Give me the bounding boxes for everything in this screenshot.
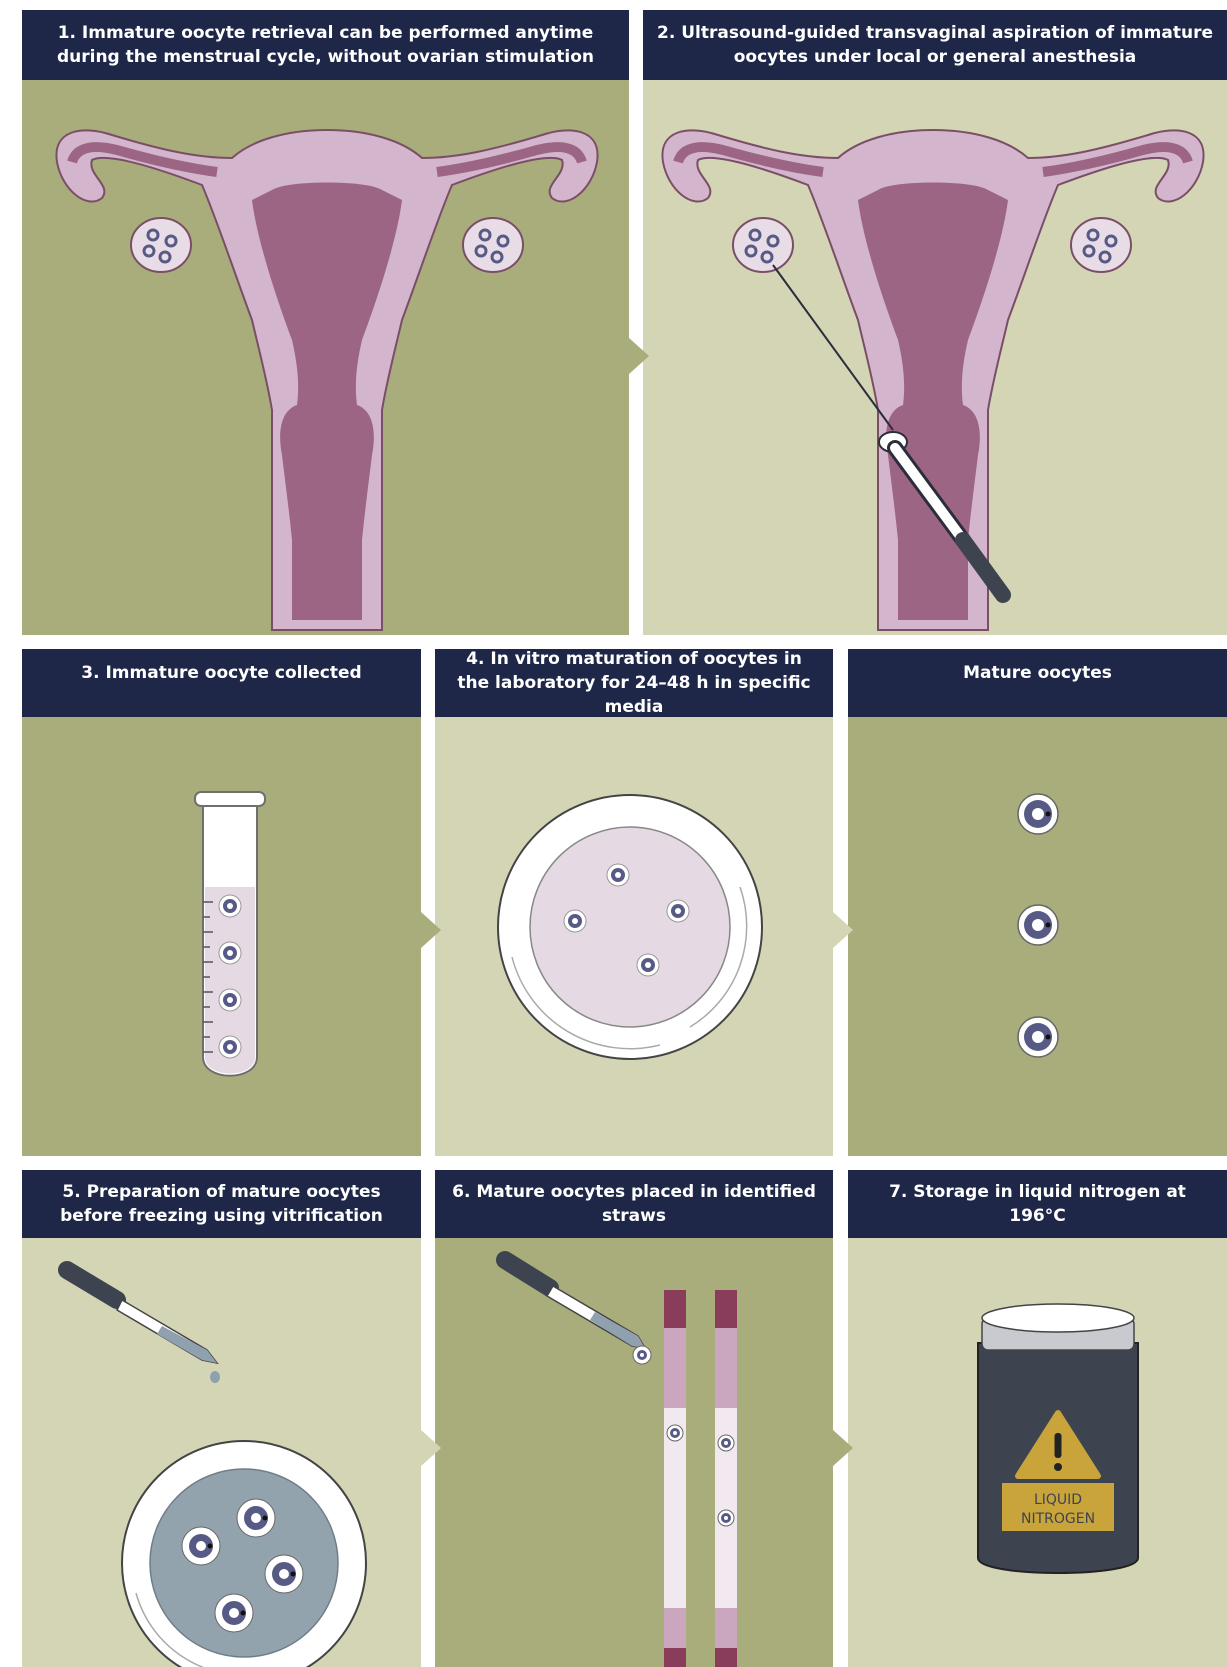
vitrification-illustration <box>22 1238 421 1667</box>
nitrogen-dewar-illustration: LIQUID NITROGEN <box>848 1238 1227 1667</box>
step-4-title: 4. In vitro maturation of oocytes in the… <box>435 649 833 717</box>
uterus <box>56 130 597 630</box>
panel-step-4: 4. In vitro maturation of oocytes in the… <box>435 649 833 1156</box>
panel-step-2: 2. Ultrasound-guided transvaginal aspira… <box>643 10 1227 635</box>
straw-left <box>664 1290 686 1667</box>
aspiration-illustration <box>643 80 1227 635</box>
panel-step-3: 3. Immature oocyte collected <box>22 649 421 1156</box>
test-tube <box>195 792 265 1076</box>
flow-arrow <box>833 1430 853 1466</box>
test-tube-illustration <box>22 717 421 1156</box>
mature-oocytes-illustration <box>848 717 1227 1156</box>
panel-step-6: 6. Mature oocytes placed in identified s… <box>435 1170 833 1667</box>
panel-step-1: 1. Immature oocyte retrieval can be perf… <box>22 10 629 635</box>
uterus-illustration <box>22 80 629 635</box>
nitrogen-label-line-2: NITROGEN <box>1021 1511 1095 1527</box>
mature-oocytes <box>1018 794 1058 1057</box>
flow-arrow <box>833 912 853 948</box>
uterus <box>662 130 1203 630</box>
vitrification-dish <box>122 1441 366 1667</box>
left-ovary <box>733 218 793 272</box>
step-6-title: 6. Mature oocytes placed in identified s… <box>435 1170 833 1238</box>
dropper <box>505 1260 651 1364</box>
right-ovary <box>1071 218 1131 272</box>
step-3-title: 3. Immature oocyte collected <box>22 649 421 717</box>
nitrogen-container: LIQUID NITROGEN <box>978 1304 1138 1573</box>
petri-dish-illustration <box>435 717 833 1156</box>
right-ovary <box>463 218 523 272</box>
panel-step-5: 5. Preparation of mature oocytes before … <box>22 1170 421 1667</box>
step-2-title: 2. Ultrasound-guided transvaginal aspira… <box>643 10 1227 80</box>
left-ovary <box>131 218 191 272</box>
nitrogen-label-line-1: LIQUID <box>1034 1492 1082 1508</box>
panel-mature-oocytes: Mature oocytes <box>848 649 1227 1156</box>
flow-arrow <box>421 912 441 948</box>
step-5-title: 5. Preparation of mature oocytes before … <box>22 1170 421 1238</box>
dropper <box>67 1270 220 1383</box>
petri-dish <box>498 795 762 1059</box>
flow-arrow <box>421 1430 441 1466</box>
step-7-title: 7. Storage in liquid nitrogen at 196°C <box>848 1170 1227 1238</box>
flow-arrow <box>629 338 649 374</box>
step-1-title: 1. Immature oocyte retrieval can be perf… <box>22 10 629 80</box>
straws-illustration <box>435 1238 833 1667</box>
mature-oocytes-title: Mature oocytes <box>848 649 1227 717</box>
straw-right <box>715 1290 737 1667</box>
panel-step-7: 7. Storage in liquid nitrogen at 196°C L… <box>848 1170 1227 1667</box>
